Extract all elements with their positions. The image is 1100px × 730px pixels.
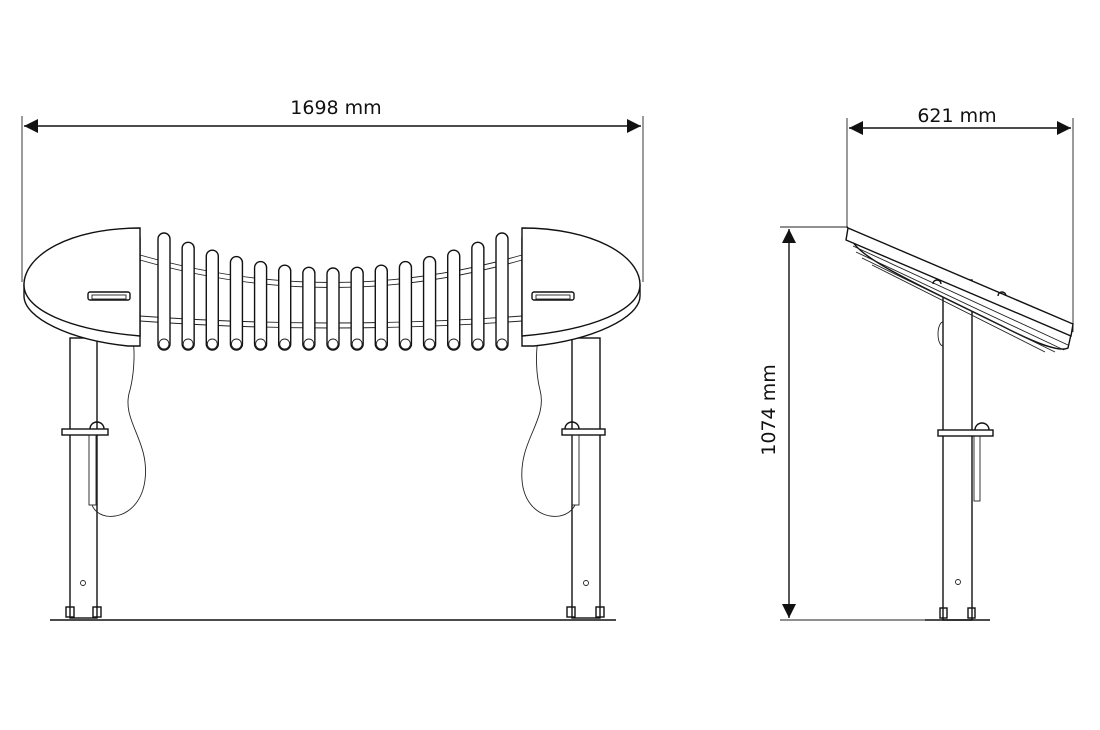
sound-bar bbox=[398, 260, 413, 351]
sound-bar bbox=[205, 249, 219, 351]
sound-bar bbox=[471, 241, 485, 351]
sound-bar bbox=[229, 255, 244, 351]
depth-dimension: 621 mm bbox=[846, 105, 1074, 332]
sound-bar-end bbox=[182, 338, 194, 350]
sound-bar-end bbox=[448, 338, 460, 350]
sound-bar-end bbox=[158, 338, 170, 350]
left-cap bbox=[23, 227, 141, 347]
side-post bbox=[942, 279, 973, 621]
height-dimension: 1074 mm bbox=[758, 226, 930, 621]
sound-bar bbox=[302, 266, 316, 351]
right-cap bbox=[521, 227, 641, 347]
front-view: 1698 mm bbox=[21, 97, 644, 621]
sound-bars bbox=[157, 232, 509, 351]
sound-bar-end bbox=[279, 338, 291, 350]
sound-bar-end bbox=[399, 338, 411, 350]
sound-bar bbox=[447, 249, 461, 351]
sound-bar-end bbox=[303, 338, 315, 350]
left-leg bbox=[61, 337, 147, 619]
sound-bar-end bbox=[327, 338, 339, 350]
sound-bar-end bbox=[230, 338, 242, 350]
right-leg bbox=[521, 337, 606, 619]
sound-bar-end bbox=[424, 338, 436, 350]
sound-bar bbox=[422, 255, 437, 351]
sound-bar bbox=[181, 241, 195, 351]
width-dimension-label: 1698 mm bbox=[290, 97, 381, 119]
sound-bar bbox=[157, 232, 171, 351]
sound-bar-end bbox=[496, 338, 508, 350]
sound-bar bbox=[495, 232, 509, 351]
sound-bar-end bbox=[206, 338, 218, 350]
sound-bar bbox=[374, 264, 388, 351]
depth-dimension-label: 621 mm bbox=[917, 105, 996, 127]
sound-bar bbox=[350, 266, 364, 351]
sound-bar bbox=[253, 260, 268, 351]
sound-bar-end bbox=[472, 338, 484, 350]
sound-bar-end bbox=[375, 338, 387, 350]
side-panel bbox=[845, 226, 1074, 353]
side-view: 621 mm 1074 mm bbox=[758, 105, 1074, 621]
width-dimension: 1698 mm bbox=[21, 97, 644, 282]
sound-bar-end bbox=[351, 338, 363, 350]
sound-bar-end bbox=[255, 338, 267, 350]
height-dimension-label: 1074 mm bbox=[758, 364, 780, 455]
sound-bar bbox=[278, 264, 292, 351]
sound-bar bbox=[326, 267, 340, 351]
